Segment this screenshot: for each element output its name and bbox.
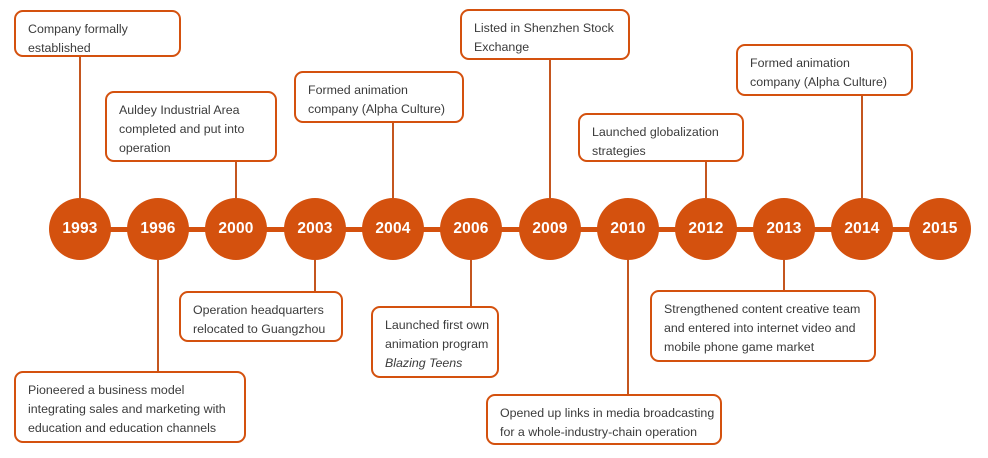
callout-text-line: Formed animation xyxy=(750,56,850,70)
callout-text-line: relocated to Guangzhou xyxy=(193,321,326,336)
callout-text-line: Launched first own xyxy=(385,318,490,332)
callout-2003[interactable]: Operation headquarters relocated to Guang… xyxy=(179,291,343,342)
connector-stem-2006 xyxy=(470,260,472,306)
year-node-2006[interactable]: 2006 xyxy=(440,198,502,260)
callout-text-line: Pioneered a business model xyxy=(28,383,185,397)
year-node-label: 2006 xyxy=(453,220,489,237)
callout-text-line: Launched globalization xyxy=(592,125,719,139)
callout-text-line: operation xyxy=(119,140,171,155)
connector-stem-1993 xyxy=(79,57,81,198)
connector-stem-2004 xyxy=(392,123,394,198)
connector-stem-2000 xyxy=(235,162,237,198)
callout-text-line: Opened up links in media broadcasting xyxy=(500,406,715,420)
callout-text-line: Blazing Teens xyxy=(385,355,463,370)
callout-2012[interactable]: Launched globalization strategies xyxy=(578,113,744,162)
connector-stem-2013 xyxy=(783,260,785,290)
year-node-1993[interactable]: 1993 xyxy=(49,198,111,260)
year-node-label: 2009 xyxy=(532,220,568,237)
year-node-label: 2015 xyxy=(922,220,958,237)
connector-stem-2003 xyxy=(314,260,316,291)
callout-text-line: and entered into internet video and xyxy=(664,320,856,335)
callout-text-line: animation program xyxy=(385,336,489,351)
year-node-2004[interactable]: 2004 xyxy=(362,198,424,260)
callout-text-line: Exchange xyxy=(474,39,530,54)
callout-2010[interactable]: Opened up links in media broadcasting for… xyxy=(486,394,722,445)
callout-2013[interactable]: Strengthened content creative team and en… xyxy=(650,290,876,362)
timeline-spine-segment xyxy=(109,226,129,232)
year-node-2003[interactable]: 2003 xyxy=(284,198,346,260)
timeline-spine-segment xyxy=(579,226,599,232)
year-node-label: 1996 xyxy=(140,220,176,237)
callout-text-line: established xyxy=(28,40,91,55)
callout-text-line: company (Alpha Culture) xyxy=(750,74,888,89)
callout-2000[interactable]: Auldey Industrial Area completed and put … xyxy=(105,91,277,162)
connector-stem-1996 xyxy=(157,260,159,371)
connector-stem-2012 xyxy=(705,162,707,198)
year-node-2010[interactable]: 2010 xyxy=(597,198,659,260)
connector-stem-2009 xyxy=(549,60,551,198)
callout-text-line: integrating sales and marketing with xyxy=(28,401,226,416)
callout-text-line: Operation headquarters xyxy=(193,303,324,317)
year-node-label: 1993 xyxy=(62,220,98,237)
year-node-label: 2000 xyxy=(218,220,254,237)
timeline-spine-segment xyxy=(422,226,442,232)
callout-text-line: for a whole-industry-chain operation xyxy=(500,424,697,439)
connector-stem-2014 xyxy=(861,96,863,198)
timeline-spine-segment xyxy=(735,226,755,232)
year-node-2014[interactable]: 2014 xyxy=(831,198,893,260)
timeline-spine-segment xyxy=(265,226,286,232)
callout-text-line: company (Alpha Culture) xyxy=(308,101,446,116)
year-node-label: 2014 xyxy=(844,220,880,237)
year-node-2000[interactable]: 2000 xyxy=(205,198,267,260)
year-node-2009[interactable]: 2009 xyxy=(519,198,581,260)
year-node-label: 2004 xyxy=(375,220,411,237)
year-node-2012[interactable]: 2012 xyxy=(675,198,737,260)
year-node-label: 2012 xyxy=(688,220,724,237)
callout-text-line: education and education channels xyxy=(28,420,217,435)
callout-text-line: Company formally xyxy=(28,22,128,36)
connector-stem-2010 xyxy=(627,260,629,394)
year-node-label: 2010 xyxy=(610,220,646,237)
year-node-label: 2003 xyxy=(297,220,333,237)
callout-text-line: mobile phone game market xyxy=(664,339,815,354)
callout-2004[interactable]: Formed animation company (Alpha Culture) xyxy=(294,71,464,123)
callout-text-line: Formed animation xyxy=(308,83,408,97)
callout-text-line: Strengthened content creative team xyxy=(664,302,861,316)
callout-text-line: completed and put into xyxy=(119,121,245,136)
timeline-spine-segment xyxy=(500,226,521,232)
callout-1996[interactable]: Pioneered a business model integrating sa… xyxy=(14,371,246,443)
timeline-spine-segment xyxy=(891,226,911,232)
callout-text-line: Auldey Industrial Area xyxy=(119,103,240,117)
timeline-spine-segment xyxy=(657,226,677,232)
year-node-label: 2013 xyxy=(766,220,802,237)
callout-text-line: Listed in Shenzhen Stock xyxy=(474,21,614,35)
timeline-spine-segment xyxy=(813,226,833,232)
callout-2014[interactable]: Formed animation company (Alpha Culture) xyxy=(736,44,913,96)
year-node-2013[interactable]: 2013 xyxy=(753,198,815,260)
timeline-spine-segment xyxy=(344,226,364,232)
callout-1993[interactable]: Company formally established xyxy=(14,10,181,57)
timeline-spine-segment xyxy=(187,226,207,232)
year-node-2015[interactable]: 2015 xyxy=(909,198,971,260)
year-node-1996[interactable]: 1996 xyxy=(127,198,189,260)
callout-text-line: strategies xyxy=(592,143,646,158)
